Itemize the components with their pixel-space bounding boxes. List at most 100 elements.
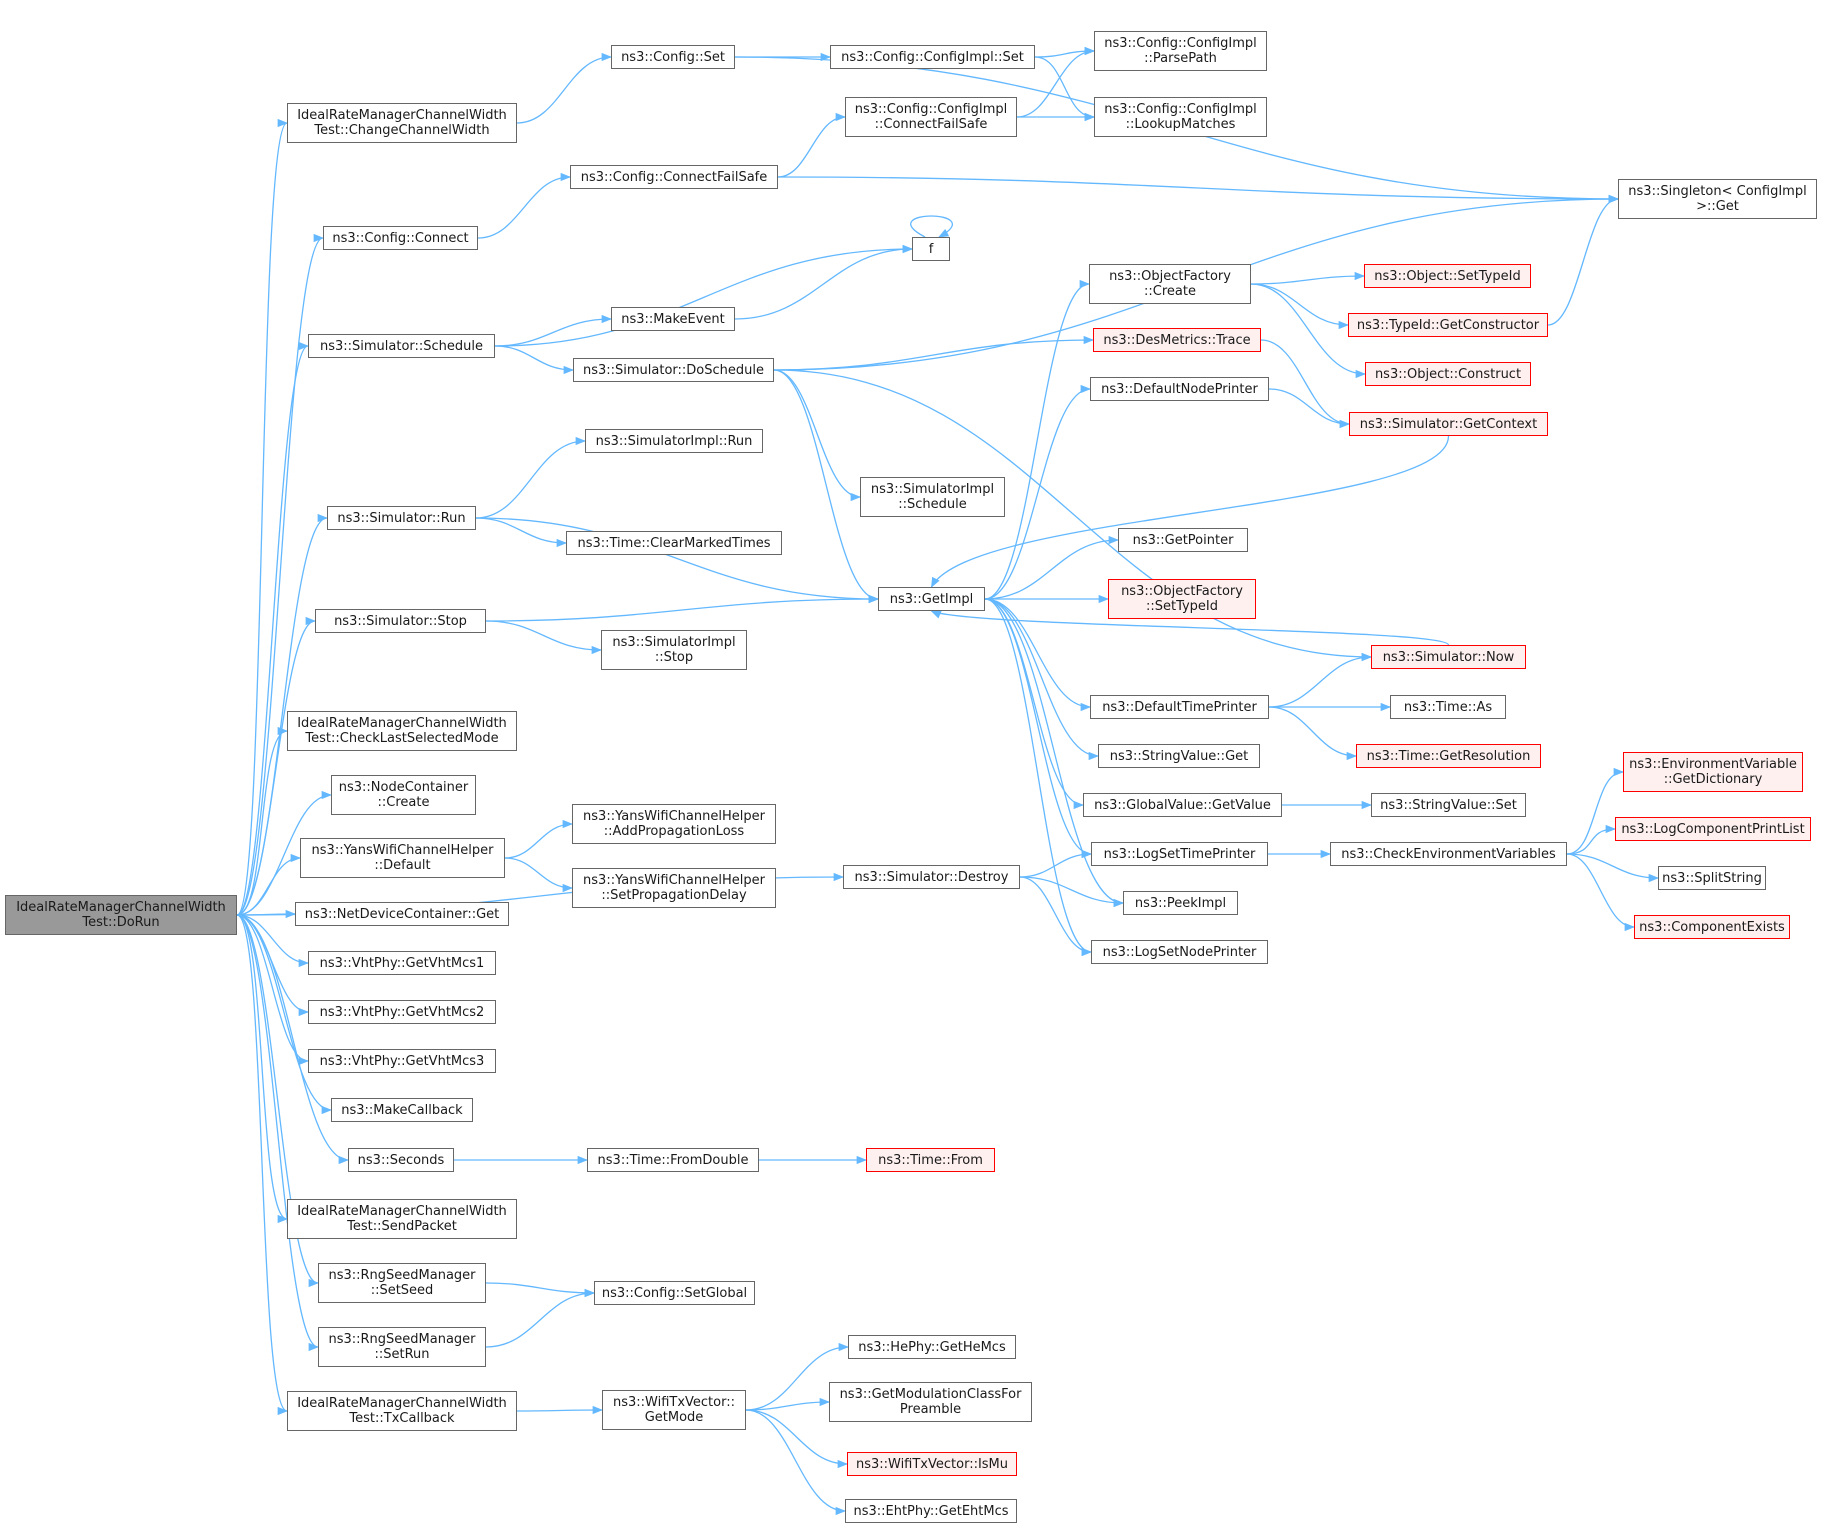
edge-simSchedule-to-simDoSchedule: [494, 345, 575, 375]
node-label: ns3::RngSeedManager ::SetSeed: [328, 1268, 476, 1298]
node-get-vht-mcs3[interactable]: ns3::VhtPhy::GetVhtMcs3: [308, 1049, 496, 1073]
edge-getImpl-to-logSetTimePrinter: [984, 598, 1093, 859]
node-get-impl[interactable]: ns3::GetImpl: [878, 587, 985, 611]
edge-simNow-to-getImpl: [930, 610, 1450, 646]
edge-simSchedule-to-f: [494, 244, 914, 347]
node-get-modulation-class[interactable]: ns3::GetModulationClassFor Preamble: [829, 1382, 1032, 1422]
node-obj-factory-set-type-id[interactable]: ns3::ObjectFactory ::SetTypeId: [1108, 579, 1256, 619]
node-sim-impl-stop[interactable]: ns3::SimulatorImpl ::Stop: [601, 630, 747, 670]
node-wifi-tx-vector-get-mode[interactable]: ns3::WifiTxVector:: GetMode: [602, 1390, 746, 1430]
node-parse-path[interactable]: ns3::Config::ConfigImpl ::ParsePath: [1094, 31, 1267, 71]
node-add-propagation-loss[interactable]: ns3::YansWifiChannelHelper ::AddPropagat…: [572, 804, 776, 844]
node-object-construct[interactable]: ns3::Object::Construct: [1365, 362, 1531, 386]
node-sim-stop[interactable]: ns3::Simulator::Stop: [315, 609, 486, 633]
node-singleton-get[interactable]: ns3::Singleton< ConfigImpl >::Get: [1618, 179, 1817, 219]
node-config-connect-fail-safe[interactable]: ns3::Config::ConnectFailSafe: [570, 165, 778, 189]
node-component-exists[interactable]: ns3::ComponentExists: [1634, 915, 1790, 939]
node-time-as[interactable]: ns3::Time::As: [1390, 695, 1506, 719]
edge-makeEvent-to-f: [734, 244, 914, 320]
node-get-vht-mcs2[interactable]: ns3::VhtPhy::GetVhtMcs2: [308, 1000, 496, 1024]
node-label: ns3::PeekImpl: [1134, 895, 1227, 911]
node-label: ns3::Config::Connect: [332, 230, 469, 246]
node-peek-impl[interactable]: ns3::PeekImpl: [1123, 891, 1238, 915]
node-env-get-dictionary[interactable]: ns3::EnvironmentVariable ::GetDictionary: [1623, 752, 1803, 792]
node-default-node-printer[interactable]: ns3::DefaultNodePrinter: [1090, 377, 1269, 401]
node-he-phy-get-he-mcs[interactable]: ns3::HePhy::GetHeMcs: [848, 1335, 1016, 1359]
node-label: ns3::LogComponentPrintList: [1621, 821, 1805, 837]
node-lookup-matches[interactable]: ns3::Config::ConfigImpl ::LookupMatches: [1094, 97, 1267, 137]
node-label: ns3::SplitString: [1662, 870, 1762, 886]
node-f[interactable]: f: [912, 237, 950, 261]
node-time-from[interactable]: ns3::Time::From: [866, 1148, 995, 1172]
node-yans-default[interactable]: ns3::YansWifiChannelHelper ::Default: [300, 838, 505, 878]
node-type-id-get-constructor[interactable]: ns3::TypeId::GetConstructor: [1348, 313, 1548, 337]
node-config-impl-connect-fail-safe[interactable]: ns3::Config::ConfigImpl ::ConnectFailSaf…: [845, 97, 1017, 137]
node-label: ns3::ObjectFactory ::SetTypeId: [1121, 584, 1243, 614]
edge-configConnectFailSafe-to-singletonGet: [777, 176, 1620, 204]
node-clear-marked-times[interactable]: ns3::Time::ClearMarkedTimes: [566, 531, 782, 555]
node-sim-schedule[interactable]: ns3::Simulator::Schedule: [308, 334, 495, 358]
node-string-value-set[interactable]: ns3::StringValue::Set: [1371, 793, 1526, 817]
node-sim-impl-schedule[interactable]: ns3::SimulatorImpl ::Schedule: [860, 477, 1005, 517]
edge-root-to-getVhtMcs1: [236, 914, 310, 968]
node-wifi-tx-vector-is-mu[interactable]: ns3::WifiTxVector::IsMu: [847, 1452, 1017, 1476]
node-sim-run[interactable]: ns3::Simulator::Run: [327, 506, 476, 530]
node-node-container-create[interactable]: ns3::NodeContainer ::Create: [331, 775, 476, 815]
node-label: IdealRateManagerChannelWidth Test::Chang…: [297, 108, 507, 138]
node-rng-set-seed[interactable]: ns3::RngSeedManager ::SetSeed: [318, 1263, 486, 1303]
node-check-last-selected-mode[interactable]: IdealRateManagerChannelWidth Test::Check…: [287, 711, 517, 751]
node-default-time-printer[interactable]: ns3::DefaultTimePrinter: [1090, 695, 1269, 719]
node-log-set-time-printer[interactable]: ns3::LogSetTimePrinter: [1091, 842, 1268, 866]
node-label: IdealRateManagerChannelWidth Test::Check…: [297, 716, 507, 746]
node-get-pointer[interactable]: ns3::GetPointer: [1118, 528, 1248, 552]
node-rng-set-run[interactable]: ns3::RngSeedManager ::SetRun: [318, 1327, 486, 1367]
edge-getImpl-to-stringValueGet: [984, 598, 1100, 761]
node-sim-get-context[interactable]: ns3::Simulator::GetContext: [1349, 412, 1548, 436]
node-split-string[interactable]: ns3::SplitString: [1658, 866, 1766, 890]
node-global-value-get-value[interactable]: ns3::GlobalValue::GetValue: [1083, 793, 1282, 817]
node-object-set-type-id[interactable]: ns3::Object::SetTypeId: [1364, 264, 1531, 288]
node-label: ns3::YansWifiChannelHelper ::AddPropagat…: [583, 809, 765, 839]
node-obj-factory-create[interactable]: ns3::ObjectFactory ::Create: [1089, 264, 1251, 304]
node-seconds[interactable]: ns3::Seconds: [348, 1148, 454, 1172]
node-send-packet[interactable]: IdealRateManagerChannelWidth Test::SendP…: [287, 1199, 517, 1239]
node-log-set-node-printer[interactable]: ns3::LogSetNodePrinter: [1091, 940, 1268, 964]
node-label: ns3::HePhy::GetHeMcs: [858, 1339, 1006, 1355]
node-label: ns3::NetDeviceContainer::Get: [304, 906, 500, 922]
node-config-impl-set[interactable]: ns3::Config::ConfigImpl::Set: [830, 45, 1035, 69]
node-config-set[interactable]: ns3::Config::Set: [611, 45, 735, 69]
node-label: ns3::Config::SetGlobal: [601, 1285, 748, 1301]
node-make-event[interactable]: ns3::MakeEvent: [611, 307, 735, 331]
node-string-value-get[interactable]: ns3::StringValue::Get: [1098, 744, 1260, 768]
node-time-from-double[interactable]: ns3::Time::FromDouble: [587, 1148, 759, 1172]
node-sim-do-schedule[interactable]: ns3::Simulator::DoSchedule: [573, 358, 774, 382]
edge-wifiTxVectorGetMode-to-ehtPhyGetEhtMcs: [745, 1409, 847, 1516]
node-config-set-global[interactable]: ns3::Config::SetGlobal: [594, 1281, 755, 1305]
node-sim-impl-run[interactable]: ns3::SimulatorImpl::Run: [585, 429, 763, 453]
node-des-metrics-trace[interactable]: ns3::DesMetrics::Trace: [1093, 328, 1261, 352]
node-config-connect[interactable]: ns3::Config::Connect: [323, 226, 478, 250]
edge-root-to-getVhtMcs3: [236, 914, 310, 1066]
node-log-component-print-list[interactable]: ns3::LogComponentPrintList: [1615, 817, 1811, 841]
node-change-channel-width[interactable]: IdealRateManagerChannelWidth Test::Chang…: [287, 103, 517, 143]
edge-objFactoryCreate-to-typeIdGetConstructor: [1250, 283, 1350, 330]
node-sim-now[interactable]: ns3::Simulator::Now: [1371, 645, 1526, 669]
node-net-dev-container-get[interactable]: ns3::NetDeviceContainer::Get: [295, 902, 509, 926]
node-set-propagation-delay[interactable]: ns3::YansWifiChannelHelper ::SetPropagat…: [572, 868, 776, 908]
node-sim-destroy[interactable]: ns3::Simulator::Destroy: [843, 865, 1020, 889]
node-tx-callback[interactable]: IdealRateManagerChannelWidth Test::TxCal…: [287, 1391, 517, 1431]
node-check-env-vars[interactable]: ns3::CheckEnvironmentVariables: [1330, 842, 1567, 866]
node-label: ns3::LogSetTimePrinter: [1103, 846, 1256, 862]
node-eht-phy-get-eht-mcs[interactable]: ns3::EhtPhy::GetEhtMcs: [845, 1499, 1017, 1523]
node-label: ns3::ComponentExists: [1639, 919, 1785, 935]
node-make-callback[interactable]: ns3::MakeCallback: [331, 1098, 473, 1122]
node-time-get-resolution[interactable]: ns3::Time::GetResolution: [1356, 744, 1541, 768]
node-get-vht-mcs1[interactable]: ns3::VhtPhy::GetVhtMcs1: [308, 951, 496, 975]
edge-root-to-yansDefault: [236, 853, 302, 916]
edge-getImpl-to-getPointer: [984, 535, 1120, 600]
edge-checkEnvVars-to-componentExists: [1566, 853, 1636, 932]
edge-root-to-configConnect: [236, 234, 325, 916]
edge-simDestroy-to-logSetNodePrinter: [1019, 876, 1093, 957]
edge-root-to-changeChannelWidth: [236, 119, 289, 916]
